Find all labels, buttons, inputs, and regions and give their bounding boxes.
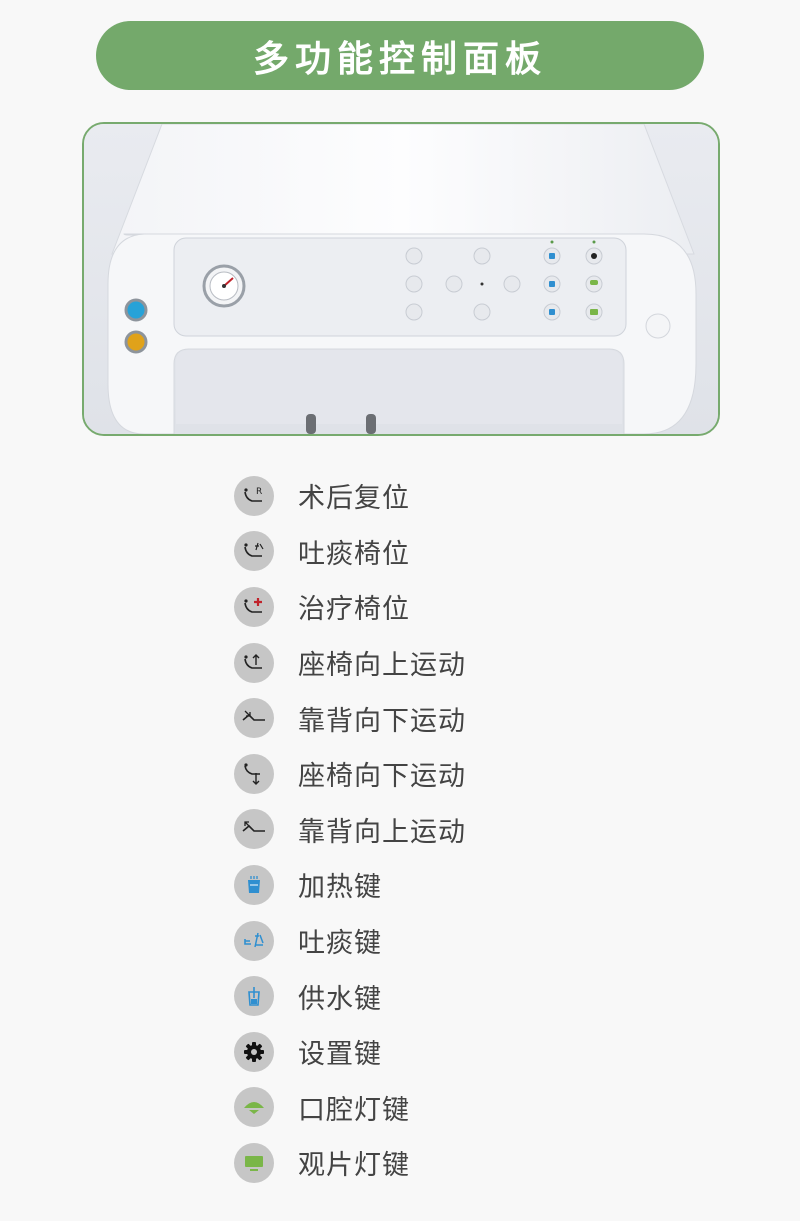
legend-item: 治疗椅位	[234, 579, 594, 635]
legend-label: 口腔灯键	[298, 1094, 410, 1126]
post-op-reset-icon: R	[234, 475, 274, 516]
legend-label: 吐痰键	[298, 928, 382, 960]
legend-label: 设置键	[298, 1039, 382, 1071]
legend-label: 座椅向下运动	[298, 761, 466, 793]
legend-item: R 术后复位	[234, 468, 594, 524]
page-title: 多功能控制面板	[252, 38, 547, 80]
legend-item: 吐痰键	[234, 913, 594, 969]
legend-item: 设置键	[234, 1024, 594, 1080]
svg-text:R: R	[256, 487, 262, 497]
control-panel-illustration	[84, 124, 718, 434]
legend-label: 吐痰椅位	[298, 538, 410, 570]
legend-item: 吐痰椅位	[234, 524, 594, 580]
oral-light-icon	[234, 1087, 274, 1128]
legend-item: 观片灯键	[234, 1135, 594, 1191]
backrest-up-icon	[234, 809, 274, 850]
legend-label: 靠背向下运动	[298, 705, 466, 737]
seat-down-icon	[234, 753, 274, 794]
button-legend: R 术后复位 吐痰椅位 治疗椅位 座椅向上运动 靠背向下运动 座椅向下运动	[234, 468, 594, 1191]
spittoon-key-icon	[234, 920, 274, 961]
legend-label: 加热键	[298, 872, 382, 904]
legend-item: 座椅向下运动	[234, 746, 594, 802]
backrest-down-icon	[234, 698, 274, 739]
treatment-position-icon	[234, 586, 274, 627]
film-viewer-light-icon	[234, 1142, 274, 1183]
spittoon-position-icon	[234, 531, 274, 572]
legend-label: 座椅向上运动	[298, 650, 466, 682]
legend-label: 术后复位	[298, 483, 410, 515]
legend-label: 观片灯键	[298, 1150, 410, 1182]
legend-item: 口腔灯键	[234, 1080, 594, 1136]
legend-item: 靠背向下运动	[234, 690, 594, 746]
legend-item: 加热键	[234, 857, 594, 913]
legend-label: 治疗椅位	[298, 594, 410, 626]
water-supply-icon	[234, 976, 274, 1017]
page-title-banner: 多功能控制面板	[96, 21, 704, 90]
heating-icon	[234, 864, 274, 905]
settings-gear-icon	[234, 1031, 274, 1072]
legend-item: 靠背向上运动	[234, 802, 594, 858]
control-panel-photo	[82, 122, 720, 436]
seat-up-icon	[234, 642, 274, 683]
legend-label: 供水键	[298, 983, 382, 1015]
legend-item: 座椅向上运动	[234, 635, 594, 691]
legend-item: 供水键	[234, 968, 594, 1024]
legend-label: 靠背向上运动	[298, 816, 466, 848]
